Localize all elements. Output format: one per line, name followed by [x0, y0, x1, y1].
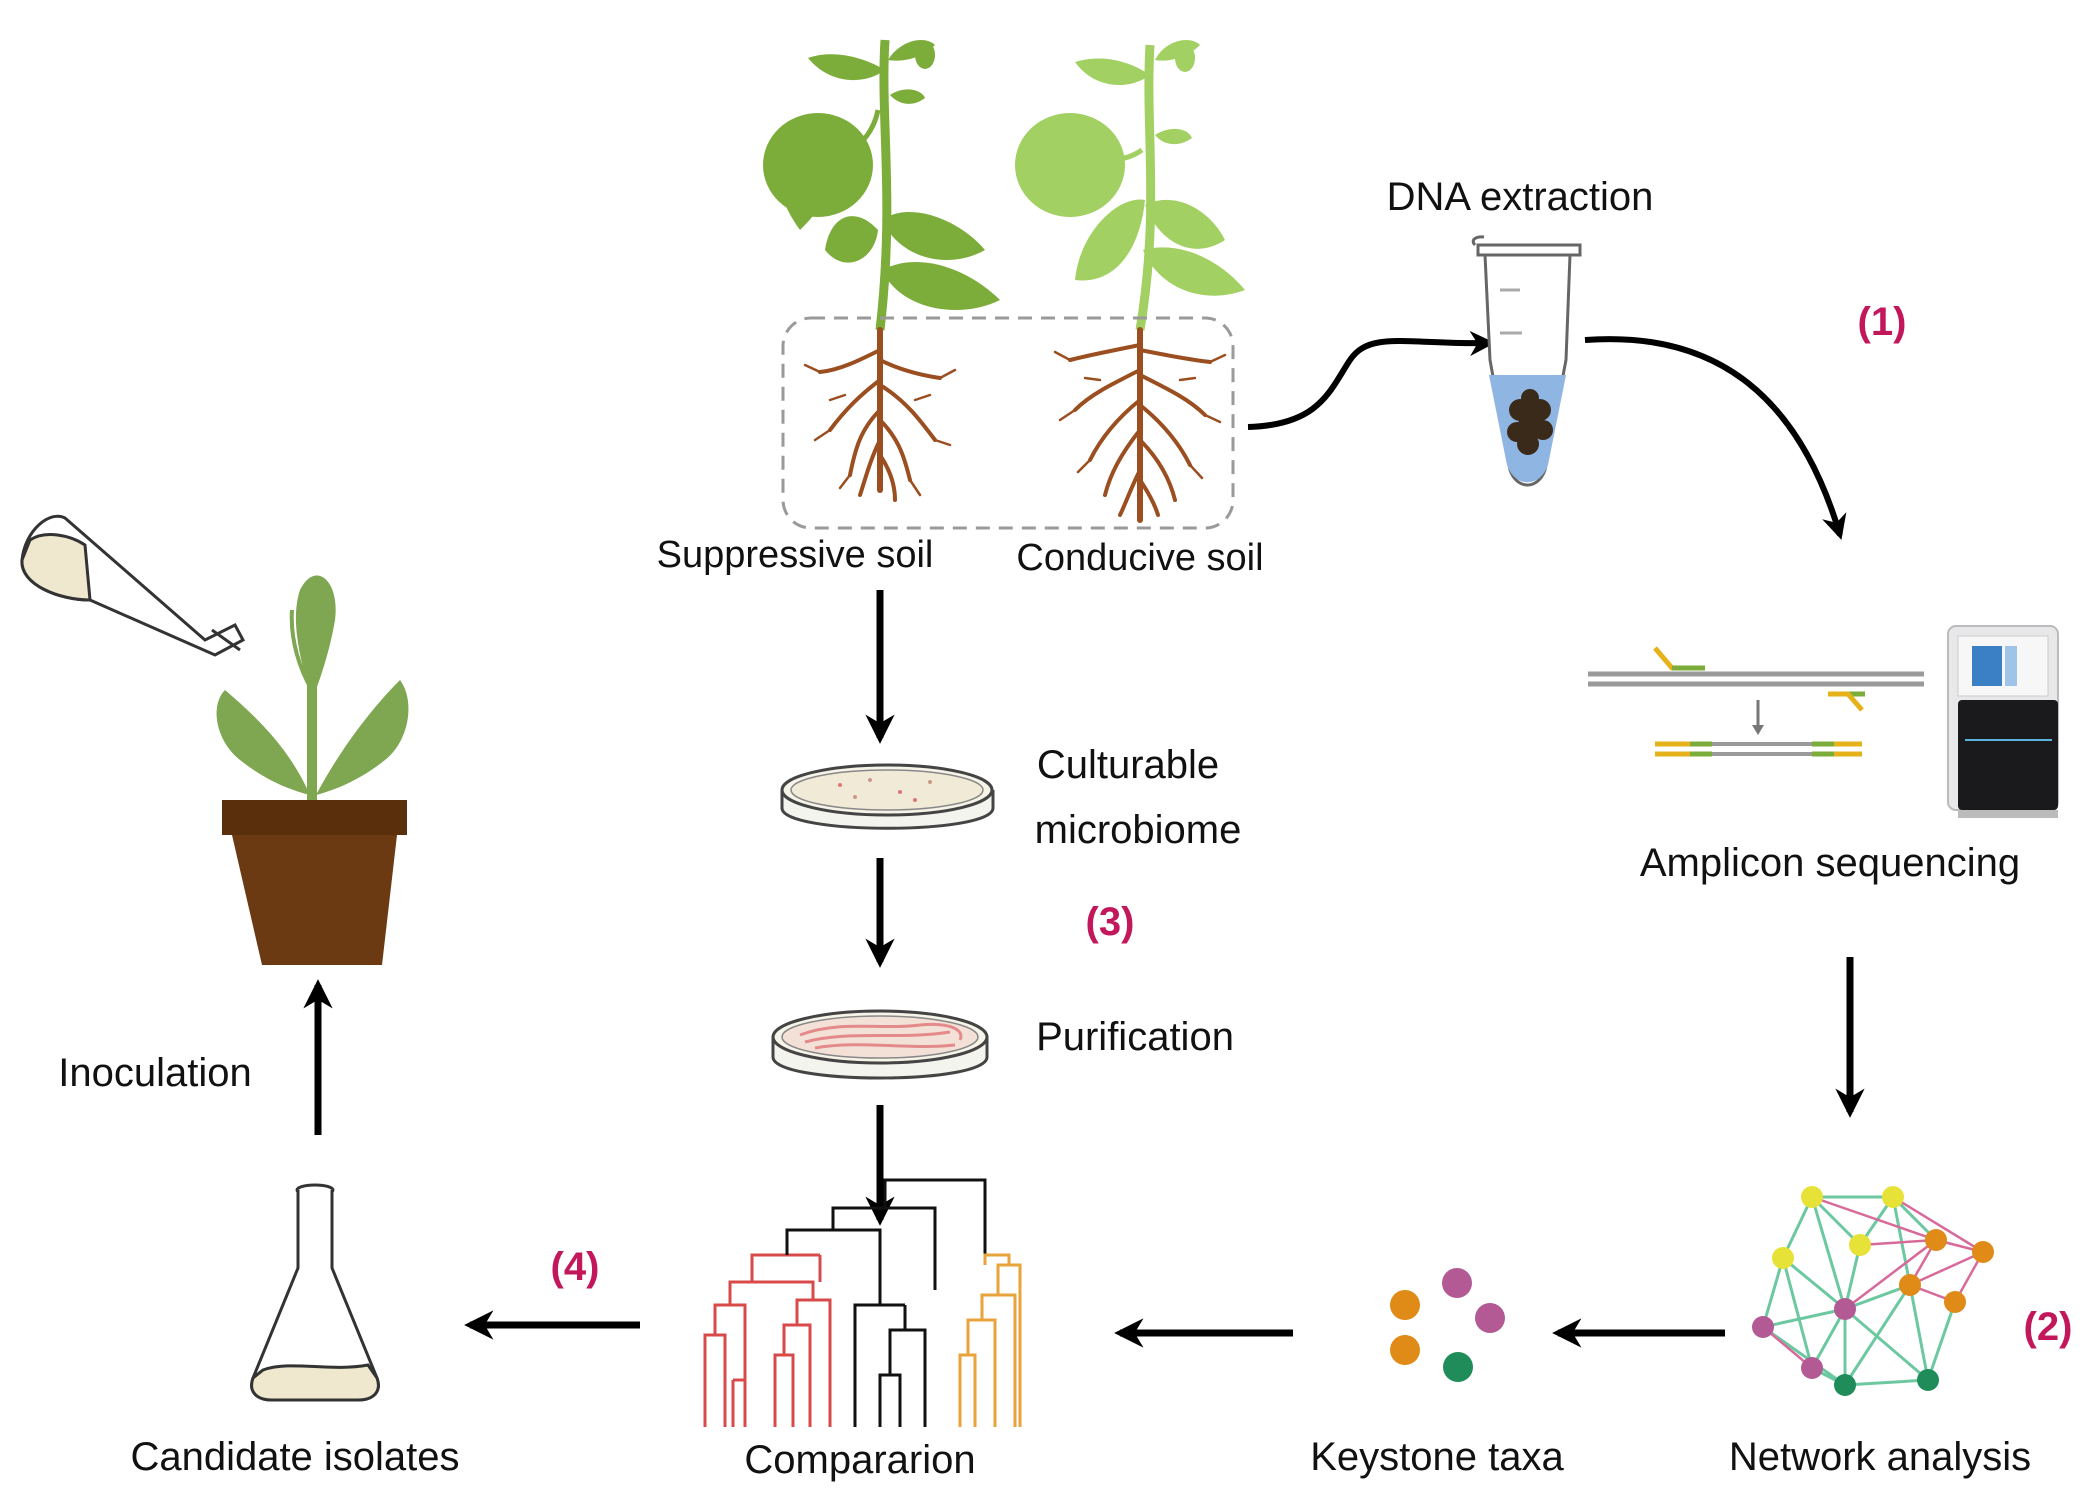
keystone-taxa-icon — [1390, 1268, 1505, 1382]
suppressive-roots-icon — [803, 327, 957, 502]
conducive-plant-icon — [1015, 40, 1245, 331]
step-4-label: (4) — [551, 1245, 600, 1289]
culturable-label-line2: microbiome — [1035, 808, 1242, 852]
conducive-roots-icon — [1053, 327, 1227, 523]
microtube-icon — [1471, 235, 1582, 487]
step-1-label: (1) — [1858, 300, 1907, 344]
conducive-soil-label: Conducive soil — [1016, 537, 1263, 579]
soil-box — [781, 316, 1235, 530]
sequencer-machine-icon — [1947, 625, 2059, 818]
phylogenetic-tree-icon — [703, 1178, 1022, 1427]
network-graph-icon — [1752, 1186, 1994, 1396]
comparison-label: Compararion — [744, 1438, 975, 1482]
suppressive-plant-icon — [763, 39, 1000, 331]
dna-extraction-label: DNA extraction — [1387, 175, 1654, 219]
candidate-isolates-label: Candidate isolates — [130, 1435, 459, 1479]
erlenmeyer-flask-icon — [250, 1183, 380, 1402]
step-3-label: (3) — [1086, 900, 1135, 944]
soil-to-tube-arrow — [1247, 330, 1496, 430]
suppressive-soil-label: Suppressive soil — [657, 534, 934, 576]
purification-petri-dish-icon — [771, 1009, 989, 1080]
culturable-label-line1: Culturable — [1037, 743, 1219, 787]
potted-plant-icon — [216, 575, 409, 965]
pouring-flask-icon — [20, 514, 246, 657]
culture-petri-dish-icon — [780, 763, 995, 830]
network-analysis-label: Network analysis — [1729, 1435, 2031, 1479]
amplicon-pcr-icon — [1588, 646, 1924, 757]
step-2-label: (2) — [2024, 1305, 2073, 1349]
amplicon-sequencing-label: Amplicon sequencing — [1640, 841, 2020, 885]
tube-to-sequencing-arrow — [1584, 336, 1847, 540]
purification-label: Purification — [1036, 1015, 1234, 1059]
keystone-taxa-label: Keystone taxa — [1310, 1435, 1564, 1479]
inoculation-label: Inoculation — [58, 1051, 251, 1095]
